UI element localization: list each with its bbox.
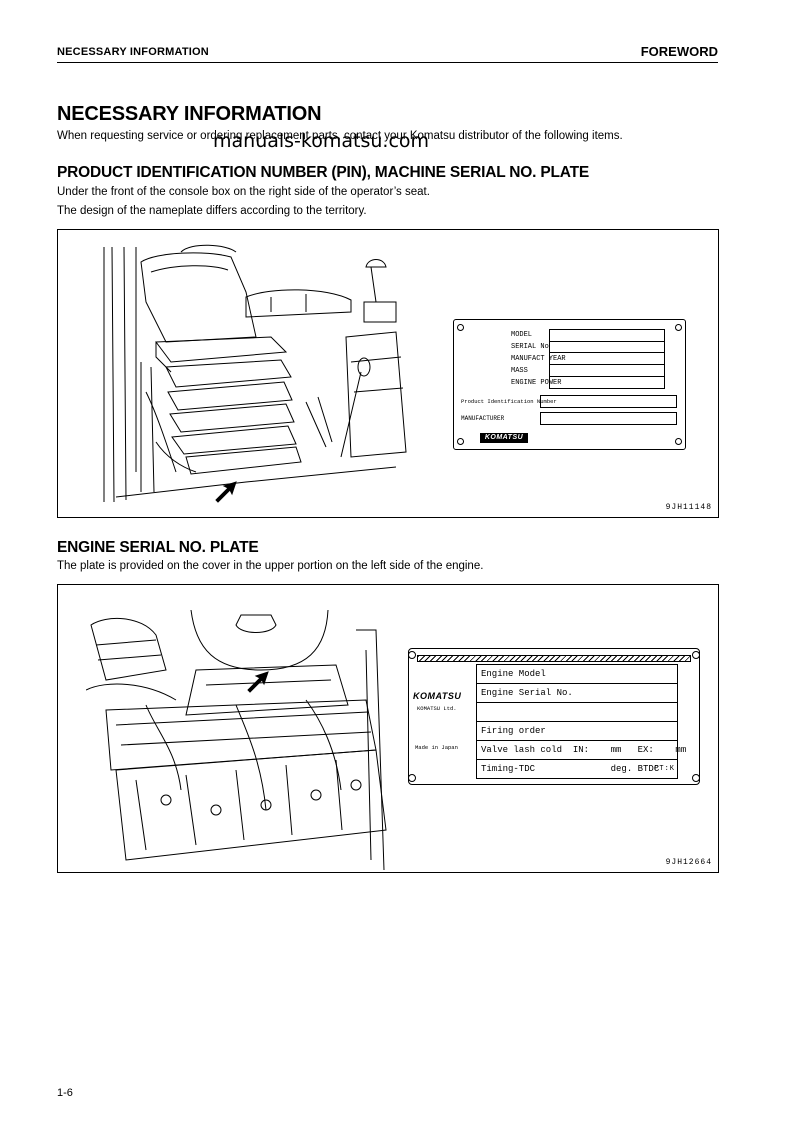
- plate-field-pin: [540, 395, 677, 408]
- plate-label-pin: Product Identification Number: [461, 398, 557, 405]
- plate-label-model: MODEL: [511, 331, 533, 339]
- engine-plate-komatsu-logo: KOMATSU: [413, 691, 462, 701]
- plate-label-manufacturer: MANUFACTURER: [461, 415, 505, 422]
- plate-field-manufacturer: [540, 412, 677, 425]
- engine-plate-row-serial: Engine Serial No.: [477, 684, 677, 703]
- figure-code-2: 9JH12664: [665, 858, 712, 867]
- section-heading-pin: PRODUCT IDENTIFICATION NUMBER (PIN), MAC…: [57, 164, 590, 181]
- operator-seat-illustration: [103, 244, 407, 503]
- plate-field-serial: [549, 341, 665, 353]
- figure-machine-plate: MODEL SERIAL No MANUFACT YEAR MASS ENGIN…: [57, 229, 719, 518]
- section-pin-line2: The design of the nameplate differs acco…: [57, 205, 367, 217]
- section-heading-engine: ENGINE SERIAL NO. PLATE: [57, 539, 259, 556]
- page-number: 1-6: [57, 1087, 73, 1099]
- engine-plate-row-model: Engine Model: [477, 665, 677, 684]
- plate-label-power: ENGINE POWER: [511, 379, 562, 387]
- header-rule: [57, 62, 718, 63]
- engine-serial-plate: KOMATSU KOMATSU Ltd. Made in Japan Engin…: [408, 648, 700, 785]
- section-pin-line1: Under the front of the console box on th…: [57, 186, 430, 198]
- engine-plate-made-in: Made in Japan: [415, 744, 458, 751]
- rivet-hole: [408, 651, 416, 659]
- engine-plate-table: Engine Model Engine Serial No. Firing or…: [476, 664, 686, 779]
- plate-field-power: [549, 377, 665, 389]
- rivet-hole: [675, 438, 682, 445]
- figure-code-1: 9JH11148: [665, 503, 712, 512]
- rivet-hole: [457, 438, 464, 445]
- running-header-right: FOREWORD: [640, 44, 718, 59]
- plate-label-serial: SERIAL No: [511, 343, 549, 351]
- rivet-hole: [408, 774, 416, 782]
- engine-plate-row-firing-order: Firing order: [477, 722, 677, 741]
- machine-serial-plate: MODEL SERIAL No MANUFACT YEAR MASS ENGIN…: [453, 319, 686, 450]
- rivet-hole: [457, 324, 464, 331]
- plate-label-mass: MASS: [511, 367, 528, 375]
- engine-plate-company: KOMATSU Ltd.: [417, 705, 457, 712]
- engine-plate-row-timing: Timing-TDC deg. BTDC: [481, 764, 660, 774]
- engine-plate-code: PT:K: [654, 765, 675, 773]
- plate-field-mass: [549, 365, 665, 377]
- rivet-hole: [692, 651, 700, 659]
- plate-hatch-strip: [417, 655, 691, 662]
- rivet-hole: [675, 324, 682, 331]
- engine-illustration: [86, 610, 387, 871]
- rivet-hole: [692, 774, 700, 782]
- figure-engine-plate: KOMATSU KOMATSU Ltd. Made in Japan Engin…: [57, 584, 719, 873]
- section-engine-line1: The plate is provided on the cover in th…: [57, 560, 484, 572]
- running-header-left: NECESSARY INFORMATION: [57, 46, 209, 58]
- intro-text: When requesting service or ordering repl…: [57, 130, 623, 142]
- plate-label-year: MANUFACT YEAR: [511, 355, 566, 363]
- page-title: NECESSARY INFORMATION: [57, 103, 322, 125]
- engine-plate-row-blank: [477, 703, 677, 722]
- watermark: manuals-komatsu.com: [213, 130, 430, 152]
- engine-plate-row-valve-lash: Valve lash cold IN: mm EX: mm: [477, 741, 686, 760]
- plate-field-model: [549, 329, 665, 342]
- plate-field-year: [549, 353, 665, 365]
- komatsu-logo: KOMATSU: [480, 433, 528, 443]
